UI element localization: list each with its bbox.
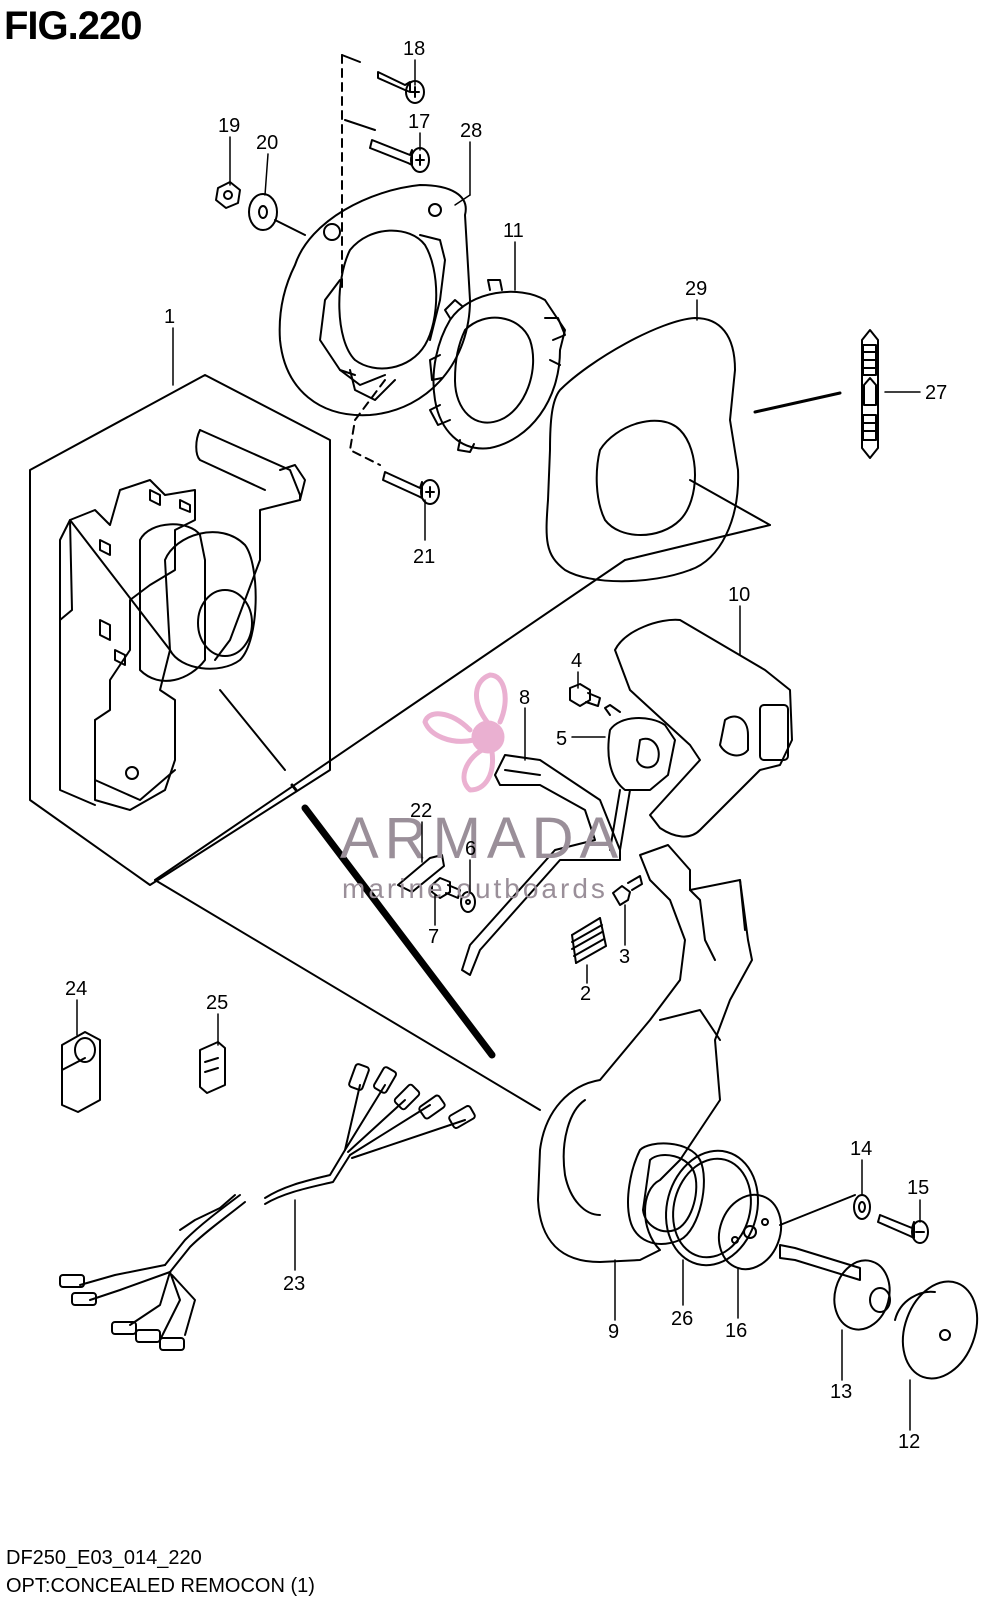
- part-12-knob-cap: [894, 1280, 979, 1380]
- callout-13: 13: [830, 1381, 852, 1403]
- part-16-plate: [717, 1193, 856, 1271]
- callout-6: 6: [465, 838, 476, 860]
- callout-20: 20: [256, 132, 278, 154]
- part-18-screw: [377, 71, 425, 104]
- part-3-screw: [612, 875, 643, 906]
- callout-4: 4: [571, 650, 582, 672]
- figure-title: FIG.220: [4, 4, 143, 48]
- callout-numbers: 1 2 3 4 5 6 7 8 9 10 11 12 13 14 15 16 1…: [65, 38, 947, 1453]
- callout-12: 12: [898, 1431, 920, 1453]
- part-22-small-lever: [397, 854, 445, 893]
- callout-16: 16: [725, 1320, 747, 1342]
- figure-code: DF250_E03_014_220: [6, 1547, 202, 1569]
- watermark-tagline: marine outboards: [342, 873, 608, 904]
- part-28-face-plate: [278, 184, 471, 417]
- part-13-shaft: [779, 1244, 891, 1331]
- callout-2: 2: [580, 983, 591, 1005]
- callout-10: 10: [728, 584, 750, 606]
- callout-19: 19: [218, 115, 240, 137]
- part-21-screw: [382, 471, 440, 505]
- callout-1: 1: [164, 306, 175, 328]
- part-27-decal: [753, 329, 879, 459]
- callout-27: 27: [925, 382, 947, 404]
- part-14-washer: [853, 1194, 871, 1220]
- part-26-o-ring: [665, 1149, 759, 1267]
- callout-7: 7: [428, 926, 439, 948]
- watermark-propeller-logo: [422, 672, 508, 793]
- callout-26: 26: [671, 1308, 693, 1330]
- part-7-bolt: [431, 877, 461, 899]
- part-25-clip: [199, 1041, 226, 1094]
- callout-18: 18: [403, 38, 425, 60]
- part-6-washer: [460, 891, 476, 913]
- callout-29: 29: [685, 278, 707, 300]
- callout-28: 28: [460, 120, 482, 142]
- callout-8: 8: [519, 687, 530, 709]
- part-29-cover: [545, 317, 771, 583]
- figure-caption: OPT:CONCEALED REMOCON (1): [6, 1575, 315, 1597]
- leader-lines: [76, 59, 921, 1431]
- callout-14: 14: [850, 1138, 872, 1160]
- callout-11: 11: [503, 220, 524, 242]
- part-2-spring: [571, 917, 607, 964]
- part-19-nut: [215, 181, 241, 209]
- part-9-lever-housing: [537, 844, 753, 1263]
- part-10-lever-cover: [614, 618, 793, 838]
- part-8-bracket: [461, 754, 621, 976]
- part-4-bolt: [569, 683, 601, 707]
- part-20-washer: [248, 193, 306, 236]
- watermark-brand: ARMADA: [340, 806, 624, 871]
- callout-23: 23: [283, 1273, 305, 1295]
- part-17-screw: [369, 139, 430, 173]
- callout-21: 21: [413, 546, 435, 568]
- callout-9: 9: [608, 1321, 619, 1343]
- callout-15: 15: [907, 1177, 929, 1199]
- part-5-switch: [604, 704, 676, 851]
- part-1-control-housing: [29, 374, 331, 886]
- part-23-wiring-harness: [59, 1063, 476, 1351]
- callout-22: 22: [410, 800, 432, 822]
- part-11-gear-ring: [429, 279, 566, 453]
- callout-17: 17: [408, 111, 430, 133]
- callout-5: 5: [556, 728, 567, 750]
- callout-24: 24: [65, 978, 87, 1000]
- callout-25: 25: [206, 992, 228, 1014]
- callout-3: 3: [619, 946, 630, 968]
- part-24-terminal: [61, 1031, 101, 1113]
